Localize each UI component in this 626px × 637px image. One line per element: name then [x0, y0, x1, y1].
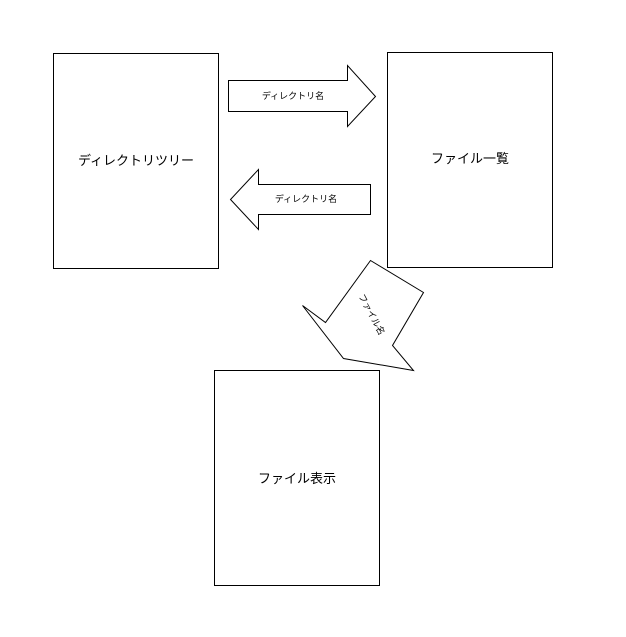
file-list-box-outline — [387, 52, 553, 268]
arrow-to-directory-tree: ディレクトリ名 — [229, 168, 371, 231]
file-view-box: ファイル表示 — [214, 370, 380, 586]
directory-tree-label: ディレクトリツリー — [78, 153, 194, 169]
arrow-to-file-view: ファイル名 — [302, 259, 425, 372]
file-view-label: ファイル表示 — [258, 472, 336, 487]
directory-tree-box-outline — [53, 53, 219, 269]
arrow-to-file-list-label: ディレクトリ名 — [262, 90, 324, 102]
directory-tree-box: ディレクトリツリー — [53, 53, 219, 269]
arrow-to-file-list-shape — [228, 64, 377, 128]
file-list-label: ファイル一覧 — [431, 151, 509, 167]
arrow-to-directory-tree-label: ディレクトリ名 — [275, 193, 337, 205]
arrow-to-file-list: ディレクトリ名 — [228, 64, 377, 128]
file-view-box-outline — [214, 370, 380, 586]
file-list-box: ファイル一覧 — [387, 52, 553, 268]
arrow-to-file-view-shape — [302, 259, 425, 372]
arrow-to-directory-tree-shape — [229, 168, 371, 231]
